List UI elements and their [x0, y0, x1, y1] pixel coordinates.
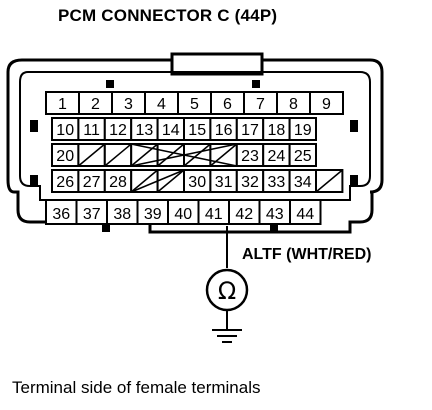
- terminal-label: 37: [83, 206, 101, 223]
- terminal-19: [288, 117, 318, 141]
- terminal-label: 19: [294, 122, 312, 139]
- empty-cavity-slash: [157, 143, 185, 167]
- terminal-label: 44: [296, 206, 314, 223]
- empty-cavity-slash: [130, 143, 159, 167]
- terminal-label: 3: [124, 96, 133, 113]
- empty-cavity-slash: [77, 143, 106, 167]
- terminal-label: 42: [235, 206, 253, 223]
- terminal-40: [167, 199, 200, 225]
- empty-cavity-slash: [315, 169, 343, 193]
- terminal-label: 40: [174, 206, 192, 223]
- terminal-label: 8: [289, 96, 298, 113]
- empty-cavity-slash: [130, 169, 159, 193]
- terminal-42: [228, 199, 261, 225]
- empty-cavity-slash: [183, 143, 211, 167]
- terminal-label: 20: [56, 148, 74, 165]
- connector-housing: [6, 52, 384, 234]
- terminal-label: 38: [113, 206, 131, 223]
- wire-label: ALTF (WHT/RED): [242, 246, 372, 263]
- terminal-label: 18: [268, 122, 286, 139]
- terminal-label: 25: [294, 148, 312, 165]
- footer-caption: Terminal side of female terminals: [12, 378, 261, 397]
- terminal-label: 30: [188, 174, 206, 191]
- terminal-label: 28: [109, 174, 127, 191]
- page-title: PCM CONNECTOR C (44P): [58, 6, 278, 25]
- empty-cavity-slash: [104, 143, 132, 167]
- terminal-label: 36: [52, 206, 70, 223]
- terminal-label: 1: [58, 96, 67, 113]
- connector-latch: [170, 52, 264, 76]
- terminal-label: 14: [162, 122, 180, 139]
- terminal-43: [258, 199, 291, 225]
- terminal-label: 2: [91, 96, 100, 113]
- terminal-9: [309, 91, 344, 115]
- terminal-label: 39: [144, 206, 162, 223]
- terminal-label: 6: [223, 96, 232, 113]
- lock-tab-right: [350, 120, 358, 132]
- terminal-label: 27: [83, 174, 101, 191]
- terminal-44: [289, 199, 322, 225]
- lock-tab-left-low: [30, 175, 38, 185]
- terminal-label: 7: [256, 96, 265, 113]
- empty-cavity-slash: [157, 169, 185, 193]
- terminal-label: 43: [266, 206, 284, 223]
- terminal-label: 16: [215, 122, 233, 139]
- terminal-label: 4: [157, 96, 166, 113]
- terminal-label: 31: [215, 174, 233, 191]
- terminal-label: 26: [56, 174, 74, 191]
- connector-inner-housing: [19, 71, 371, 201]
- terminal-25: [288, 143, 318, 167]
- terminal-label: 9: [322, 96, 331, 113]
- terminal-label: 24: [268, 148, 286, 165]
- terminal-label: 12: [109, 122, 127, 139]
- terminal-label: 41: [205, 206, 223, 223]
- terminal-label: 5: [190, 96, 199, 113]
- terminal-label: 32: [241, 174, 259, 191]
- lock-tab-left: [30, 120, 38, 132]
- terminal-label: 23: [241, 148, 259, 165]
- terminal-41: [197, 199, 230, 225]
- empty-cavity-slash: [209, 143, 238, 167]
- terminal-label: 17: [241, 122, 259, 139]
- terminal-label: 34: [294, 174, 312, 191]
- terminal-label: 11: [83, 122, 100, 139]
- terminal-label: 10: [56, 122, 74, 139]
- lock-tab-right-low: [350, 175, 358, 185]
- terminal-label: 15: [188, 122, 206, 139]
- ground-icon: [212, 329, 242, 343]
- empty-block-slash: [130, 169, 185, 193]
- terminal-label: 33: [268, 174, 286, 191]
- ohm-symbol: Ω: [218, 277, 236, 305]
- empty-block-x: [131, 143, 237, 167]
- terminal-label: 13: [136, 122, 154, 139]
